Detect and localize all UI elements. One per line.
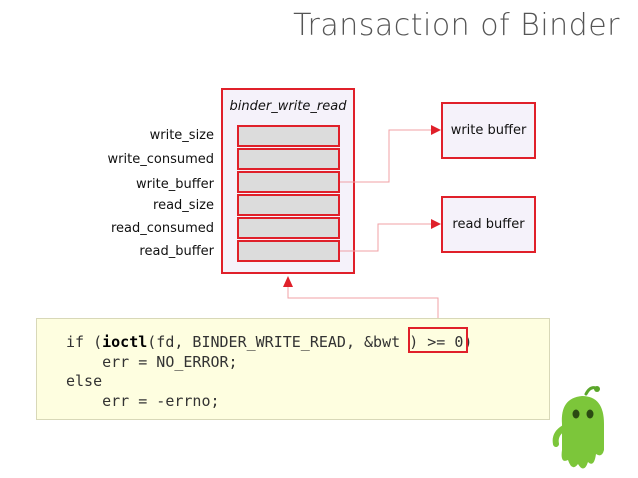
arrow-read-buffer-connector: [340, 223, 433, 252]
write-buffer-box: write buffer: [441, 102, 536, 159]
code-line-else: else: [66, 372, 103, 390]
code-ioctl-call: ioctl: [102, 333, 148, 351]
code-bwt-argument: &bwt: [364, 333, 410, 351]
field-slot-read-buffer: [237, 240, 340, 262]
arrowhead-write-buffer: [431, 125, 441, 135]
code-line-error: err = -errno;: [66, 391, 220, 410]
code-line-success: err = NO_ERROR;: [66, 352, 238, 371]
arrow-write-buffer-connector: [340, 129, 433, 183]
field-slot-write-size: [237, 125, 340, 147]
arrowhead-struct: [283, 276, 293, 287]
code-snippet: if (ioctl(fd, BINDER_WRITE_READ, &bwt ) …: [66, 333, 472, 411]
arrowhead-read-buffer: [431, 219, 441, 229]
field-slot-read-consumed: [237, 217, 340, 239]
field-slot-write-consumed: [237, 148, 340, 170]
code-snippet-box: [36, 318, 550, 420]
field-label-read-size: read_size: [153, 198, 214, 213]
field-label-read-consumed: read_consumed: [110, 221, 214, 236]
code-if-keyword: if (: [66, 333, 103, 351]
code-ioctl-args: (fd, BINDER_WRITE_READ,: [147, 333, 365, 351]
android-ghost-mascot-icon: [552, 386, 604, 469]
field-label-read-buffer: read_buffer: [139, 244, 214, 259]
struct-name: binder_write_read: [229, 99, 347, 114]
bwt-highlight-box: [408, 327, 468, 353]
arrow-bwt-connector: [287, 286, 439, 327]
slide-title: Transaction of Binder: [293, 8, 620, 43]
field-label-write-buffer: write_buffer: [136, 177, 214, 192]
field-slot-read-size: [237, 194, 340, 216]
field-slot-write-buffer: [237, 171, 340, 193]
read-buffer-box: read buffer: [441, 196, 536, 253]
field-label-write-consumed: write_consumed: [107, 152, 214, 167]
field-label-write-size: write_size: [149, 128, 214, 143]
